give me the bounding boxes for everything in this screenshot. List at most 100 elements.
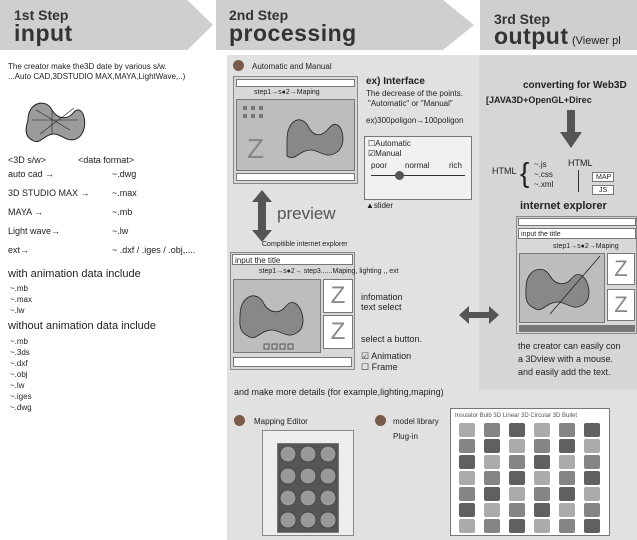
library-model-icon[interactable] [584, 439, 600, 453]
library-model-icon[interactable] [559, 487, 575, 501]
quality-poor: poor [371, 161, 388, 170]
library-model-icon[interactable] [584, 471, 600, 485]
table-header-sw: <3D s/w> [8, 155, 47, 165]
up-down-arrow-icon [252, 190, 272, 242]
format-item: ~.mb [10, 284, 29, 293]
viewer-window: input the title step1→s●2→Maping Z Z [516, 216, 637, 334]
compatible-label: Compitible internet explorer [262, 241, 348, 248]
sw-name: Light wave→ [8, 226, 61, 236]
library-model-icon[interactable] [509, 471, 525, 485]
map-label: MAP [596, 174, 612, 181]
title-input[interactable]: input the title [235, 256, 281, 265]
quality-rich: rich [449, 161, 462, 170]
library-model-icon[interactable] [509, 439, 525, 453]
library-model-icon[interactable] [459, 439, 475, 453]
library-model-icon[interactable] [559, 423, 575, 437]
interface-line-2: "Automatic" or "Manual" [368, 99, 453, 108]
format-item: ~.obj [10, 370, 28, 379]
library-model-icon[interactable] [484, 471, 500, 485]
map-box: MAP [592, 172, 614, 182]
frame-checkbox[interactable]: ☐ Frame [361, 362, 398, 372]
sw-name: MAYA → [8, 207, 44, 217]
step1-header [0, 0, 213, 50]
library-model-icon[interactable] [509, 503, 525, 517]
automatic-checkbox[interactable]: ☐Automatic [368, 139, 411, 148]
sw-format: ~.lw [112, 226, 129, 236]
animation-checkbox[interactable]: ☑ Animation [361, 351, 412, 361]
library-model-icon[interactable] [559, 455, 575, 469]
step2-label: 2nd Step [229, 7, 289, 23]
slider-track[interactable] [371, 175, 465, 176]
html-label-2: HTML [568, 158, 593, 168]
library-model-icon[interactable] [509, 423, 525, 437]
manual-checkbox[interactable]: ☑Manual [368, 149, 402, 158]
format-item: ~.lw [10, 381, 25, 390]
brace-icon: { [520, 157, 530, 188]
library-model-icon[interactable] [534, 471, 550, 485]
file-item: ~.xml [534, 180, 554, 189]
viewer-z-thumb-2[interactable]: Z [607, 289, 635, 321]
library-model-icon[interactable] [534, 487, 550, 501]
library-model-icon[interactable] [559, 503, 575, 517]
table-header-format: <data format> [78, 155, 135, 165]
library-model-icon[interactable] [459, 487, 475, 501]
bullet-dot [233, 60, 244, 71]
library-model-icon[interactable] [584, 503, 600, 517]
viewer-title-input[interactable]: input the title [521, 231, 561, 238]
step3-subtitle: (Viewer pl [572, 35, 621, 47]
sw-format: ~.max [112, 188, 137, 198]
library-model-icon[interactable] [484, 423, 500, 437]
library-model-icon[interactable] [484, 487, 500, 501]
interface-title: ex) Interface [366, 76, 425, 87]
library-model-icon[interactable] [459, 423, 475, 437]
slider-handle[interactable] [395, 171, 404, 180]
creator-line-2: a 3Dview with a mouse. [518, 354, 614, 364]
down-arrow-icon [560, 110, 582, 148]
library-model-icon[interactable] [459, 455, 475, 469]
format-item: ~.dxf [10, 359, 28, 368]
library-model-icon[interactable] [584, 519, 600, 533]
format-item: ~.lw [10, 306, 25, 315]
mapping-editor-window [262, 430, 354, 536]
auto-manual-label: Automatic and Manual [252, 62, 332, 71]
library-model-icon[interactable] [459, 519, 475, 533]
quality-normal: normal [405, 161, 430, 170]
library-model-icon[interactable] [534, 503, 550, 517]
viewer-step-bar: step1→s●2→Maping [553, 243, 619, 250]
z-thumb-1[interactable]: Z [323, 279, 353, 313]
z-thumb-2[interactable]: Z [323, 315, 353, 349]
library-tabs[interactable]: Insulator Bulb 3D Linear 3D Circular 3D … [455, 413, 578, 419]
library-model-icon[interactable] [484, 455, 500, 469]
library-model-icon[interactable] [484, 519, 500, 533]
library-model-icon[interactable] [559, 471, 575, 485]
library-model-icon[interactable] [509, 519, 525, 533]
step1-desc-1: The creator make the3D date by various s… [8, 62, 167, 71]
library-model-icon[interactable] [559, 439, 575, 453]
library-model-icon[interactable] [534, 423, 550, 437]
sw-format: ~.mb [112, 207, 133, 217]
step-bar-2: step1→s●2→ step3......Maping, lighting ,… [259, 268, 399, 275]
library-model-icon[interactable] [534, 439, 550, 453]
library-model-icon[interactable] [484, 503, 500, 517]
library-model-icon[interactable] [584, 455, 600, 469]
processing-window: step1→s●2→Maping Z [233, 76, 358, 184]
library-model-icon[interactable] [459, 471, 475, 485]
creator-line-1: the creator can easily con [518, 341, 621, 351]
library-model-icon[interactable] [584, 423, 600, 437]
library-model-icon[interactable] [559, 519, 575, 533]
library-model-icon[interactable] [534, 519, 550, 533]
library-model-icon[interactable] [584, 487, 600, 501]
library-model-icon[interactable] [459, 503, 475, 517]
bullet-dot [234, 415, 245, 426]
slider-label: ▲slider [366, 201, 394, 210]
library-model-icon[interactable] [509, 487, 525, 501]
library-model-icon[interactable] [484, 439, 500, 453]
bullet-dot [375, 415, 386, 426]
library-model-icon[interactable] [509, 455, 525, 469]
library-model-icon[interactable] [534, 455, 550, 469]
format-item: ~.mb [10, 337, 29, 346]
js-label: JS [599, 187, 608, 194]
viewer-z-thumb-1[interactable]: Z [607, 253, 635, 285]
sw-name: ext→ [8, 245, 30, 255]
